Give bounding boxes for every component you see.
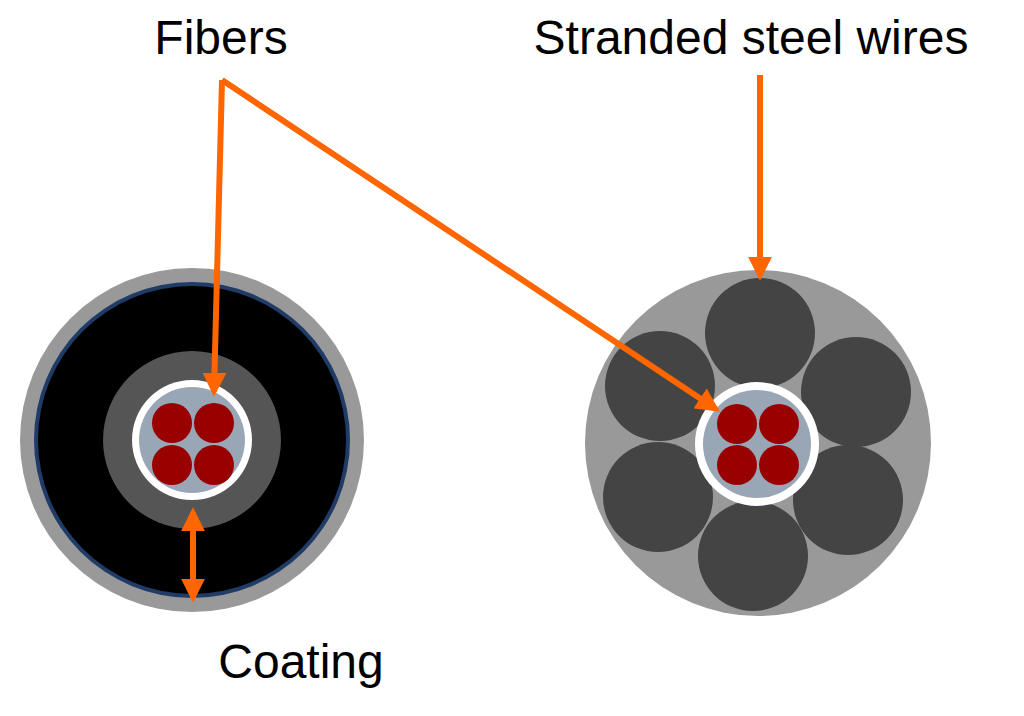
callout-label: Stranded steel wires [534, 12, 969, 65]
callout-label: Coating [218, 636, 383, 689]
leader-lines [193, 75, 760, 598]
coated-cable [20, 268, 364, 612]
steel-cable [585, 270, 931, 616]
callout-label: Fibers [154, 12, 287, 65]
